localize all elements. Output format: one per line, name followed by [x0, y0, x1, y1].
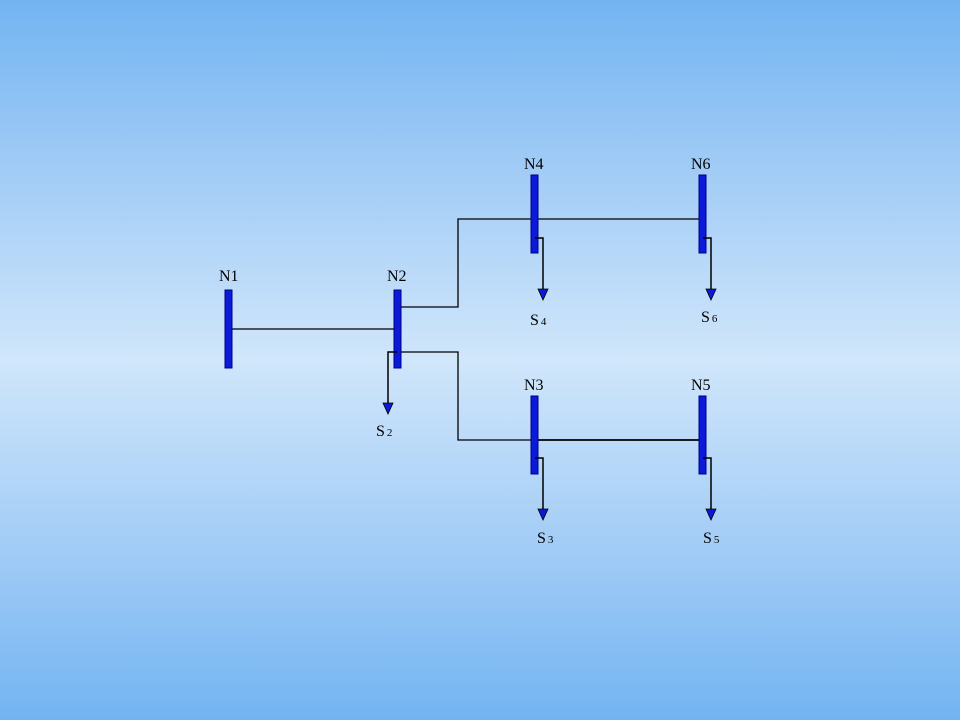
arrowhead-s2 — [382, 402, 394, 415]
bus-n4 — [530, 174, 539, 254]
bus-n3 — [530, 395, 539, 475]
arrowhead-s5 — [705, 508, 717, 521]
load-sub-s4: 4 — [541, 316, 547, 328]
bus-label-n1: N1 — [219, 268, 239, 285]
bus-n6 — [698, 174, 707, 254]
load-letter-s5: S — [703, 530, 712, 547]
bus-label-n6: N6 — [691, 156, 711, 173]
load-arrow-s4 — [535, 237, 544, 290]
bus-label-n4: N4 — [524, 156, 544, 173]
load-sub-s6: 6 — [712, 313, 718, 325]
bus-label-n2: N2 — [387, 268, 407, 285]
arrowhead-s3 — [537, 508, 549, 521]
bus-n1 — [224, 289, 233, 369]
load-arrows — [387, 237, 712, 510]
load-arrow-s6 — [703, 237, 712, 290]
load-arrow-s5 — [703, 457, 712, 510]
load-letter-s3: S — [537, 530, 546, 547]
bus-label-n3: N3 — [524, 377, 544, 394]
arrowhead-s6 — [705, 288, 717, 301]
bus-labels: N1 N2 N4 N6 N3 N5 — [219, 156, 711, 394]
load-letter-s4: S — [530, 312, 539, 329]
bus-n5 — [698, 395, 707, 475]
load-arrow-s3 — [535, 457, 544, 510]
buses — [224, 174, 707, 475]
line-n2-n3 — [400, 351, 535, 441]
load-sub-s3: 3 — [548, 534, 554, 546]
bus-n2 — [393, 289, 402, 369]
load-letter-s6: S — [701, 309, 710, 326]
line-n2-n4 — [400, 218, 535, 308]
bus-label-n5: N5 — [691, 377, 711, 394]
connection-lines — [231, 218, 702, 441]
arrowhead-s4 — [537, 288, 549, 301]
load-letter-s2: S — [376, 423, 385, 440]
load-arrow-s2 — [387, 351, 397, 404]
load-arrowheads — [382, 288, 717, 521]
load-sub-s5: 5 — [714, 534, 720, 546]
load-sub-s2: 2 — [387, 427, 393, 439]
